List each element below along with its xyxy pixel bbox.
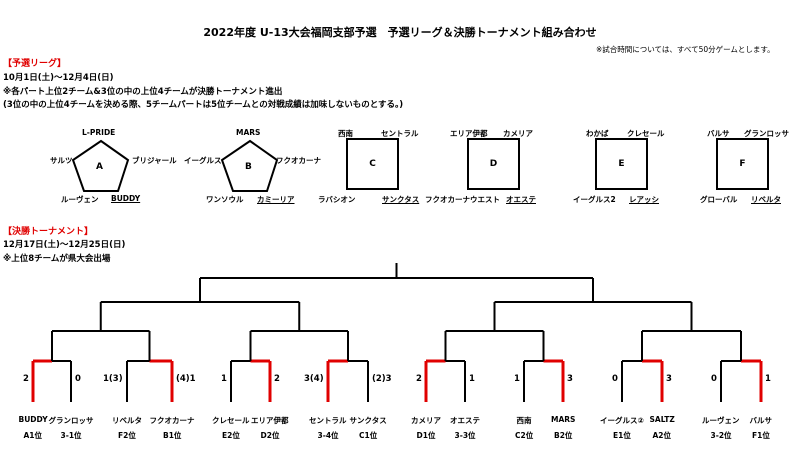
match-score: 3(4) <box>304 374 324 384</box>
tournament-note: ※上位8チームが県大会出場 <box>3 254 111 264</box>
group-b-pentagon <box>220 139 279 192</box>
match-score: 0 <box>612 374 618 384</box>
bracket-team-name: バルサ <box>749 416 773 425</box>
match-score: (2)3 <box>372 374 392 384</box>
group-e-team-4: イーグルス2 <box>573 195 616 204</box>
bracket-seed: E1位 <box>613 431 631 440</box>
match-score: (4)1 <box>176 374 196 384</box>
match-score: 1 <box>469 374 475 384</box>
bracket-team-name: エリア伊都 <box>251 416 289 425</box>
league-dates: 10月1日(土)～12月4日(日) <box>3 73 114 83</box>
match-time-note: ※試合時間については、すべて50分ゲームとします。 <box>596 45 775 54</box>
league-heading: 【予選リーグ】 <box>3 59 67 69</box>
group-c-team-3: サンクタス <box>382 195 420 204</box>
league-rule-2: (3位の中の上位4チームを決める際、5チームパートは5位チームとの対戦成績は加味… <box>3 100 404 110</box>
bracket-seed: C2位 <box>515 431 534 440</box>
tournament-dates: 12月17日(土)～12月25日(日) <box>3 240 126 250</box>
bracket-team-name: サンクタス <box>349 416 387 425</box>
bracket-seed: 3-1位 <box>60 431 82 440</box>
match-score: 2 <box>416 374 422 384</box>
group-e-team-3: レアッシ <box>629 195 659 204</box>
bracket-team-name: SALTZ <box>649 415 675 424</box>
group-a-pentagon <box>71 139 130 192</box>
match-score: 0 <box>711 374 717 384</box>
group-a-team-2: ブリジャール <box>132 156 177 165</box>
bracket-seed: 3-3位 <box>454 431 476 440</box>
bracket-team-name: セントラル <box>309 416 347 425</box>
bracket-seed: A2位 <box>652 431 672 440</box>
group-c-team-2: セントラル <box>381 129 419 138</box>
bracket-seed: A1位 <box>23 431 43 440</box>
bracket-seed: D2位 <box>260 431 280 440</box>
group-a-team-1: L-PRIDE <box>82 128 116 137</box>
bracket-team-name: カメリア <box>411 416 441 425</box>
match-score: 3 <box>666 374 672 384</box>
group-d-team-1: エリア伊都 <box>450 129 488 138</box>
group-b-team-3: カミーリア <box>257 195 295 204</box>
group-b-team-1: MARS <box>236 128 261 137</box>
group-d-box: D <box>467 138 520 190</box>
group-c-team-1: 西南 <box>338 129 353 138</box>
group-b-label: B <box>245 162 252 172</box>
group-a-team-4: ルーヴェン <box>61 195 99 204</box>
group-f-box: F <box>716 138 769 190</box>
group-d-team-2: カメリア <box>503 129 533 138</box>
group-d-team-4: フクオカーナウエスト <box>425 195 500 204</box>
group-f-team-4: グローバル <box>700 195 738 204</box>
group-b-team-2: フクオカーナ <box>276 156 321 165</box>
bracket-seed: F2位 <box>118 431 136 440</box>
bracket-team-name: 西南 <box>516 416 532 425</box>
bracket-seed: D1位 <box>416 431 436 440</box>
match-score: 1 <box>765 374 771 384</box>
match-score: 3 <box>567 374 573 384</box>
bracket-team-name: リベルタ <box>112 416 142 425</box>
bracket-seed: C1位 <box>359 431 378 440</box>
match-score: 2 <box>23 374 29 384</box>
group-e-team-1: わかば <box>586 129 609 138</box>
bracket-team-name: クレセール <box>212 416 250 425</box>
bracket-team-name: ルーヴェン <box>702 416 740 425</box>
match-score: 1 <box>221 374 227 384</box>
group-a-label: A <box>96 162 103 172</box>
group-c-team-4: ラバシオン <box>318 195 356 204</box>
tournament-heading: 【決勝トーナメント】 <box>3 227 94 237</box>
bracket-seed: 3-4位 <box>317 431 339 440</box>
group-c-box: C <box>346 138 399 190</box>
group-a-team-3: BUDDY <box>111 194 141 203</box>
group-f-team-2: グランロッサ <box>744 129 789 138</box>
group-e-box: E <box>595 138 648 190</box>
bracket-seed: B1位 <box>163 431 182 440</box>
group-e-team-2: クレセール <box>627 129 665 138</box>
bracket-seed: F1位 <box>752 431 770 440</box>
bracket-team-name: イーグルス② <box>600 416 644 425</box>
group-b-team-5: イーグルス <box>184 156 222 165</box>
bracket-team-name: フクオカーナ <box>149 416 195 425</box>
bracket-team-name: オエステ <box>450 416 480 425</box>
page-title: 2022年度 U-13大会福岡支部予選 予選リーグ＆決勝トーナメント組み合わせ <box>203 26 597 39</box>
bracket-team-name: グランロッサ <box>48 416 94 425</box>
group-f-team-1: バルサ <box>707 129 730 138</box>
match-score: 1(3) <box>103 374 123 384</box>
bracket-seed: 3-2位 <box>710 431 732 440</box>
bracket-seed: B2位 <box>554 431 573 440</box>
group-b-team-4: ワンソウル <box>206 195 244 204</box>
bracket-seed: E2位 <box>222 431 240 440</box>
match-score: 2 <box>274 374 280 384</box>
bracket-team-name: BUDDY <box>18 415 48 424</box>
group-f-team-3: リベルタ <box>751 195 781 204</box>
league-rule-1: ※各パート上位2チーム&3位の中の上位4チームが決勝トーナメント進出 <box>3 87 283 97</box>
bracket-team-name: MARS <box>551 415 576 424</box>
group-d-team-3: オエステ <box>506 195 536 204</box>
match-score: 1 <box>514 374 520 384</box>
match-score: 0 <box>75 374 81 384</box>
group-a-team-5: サルツ <box>50 156 73 165</box>
